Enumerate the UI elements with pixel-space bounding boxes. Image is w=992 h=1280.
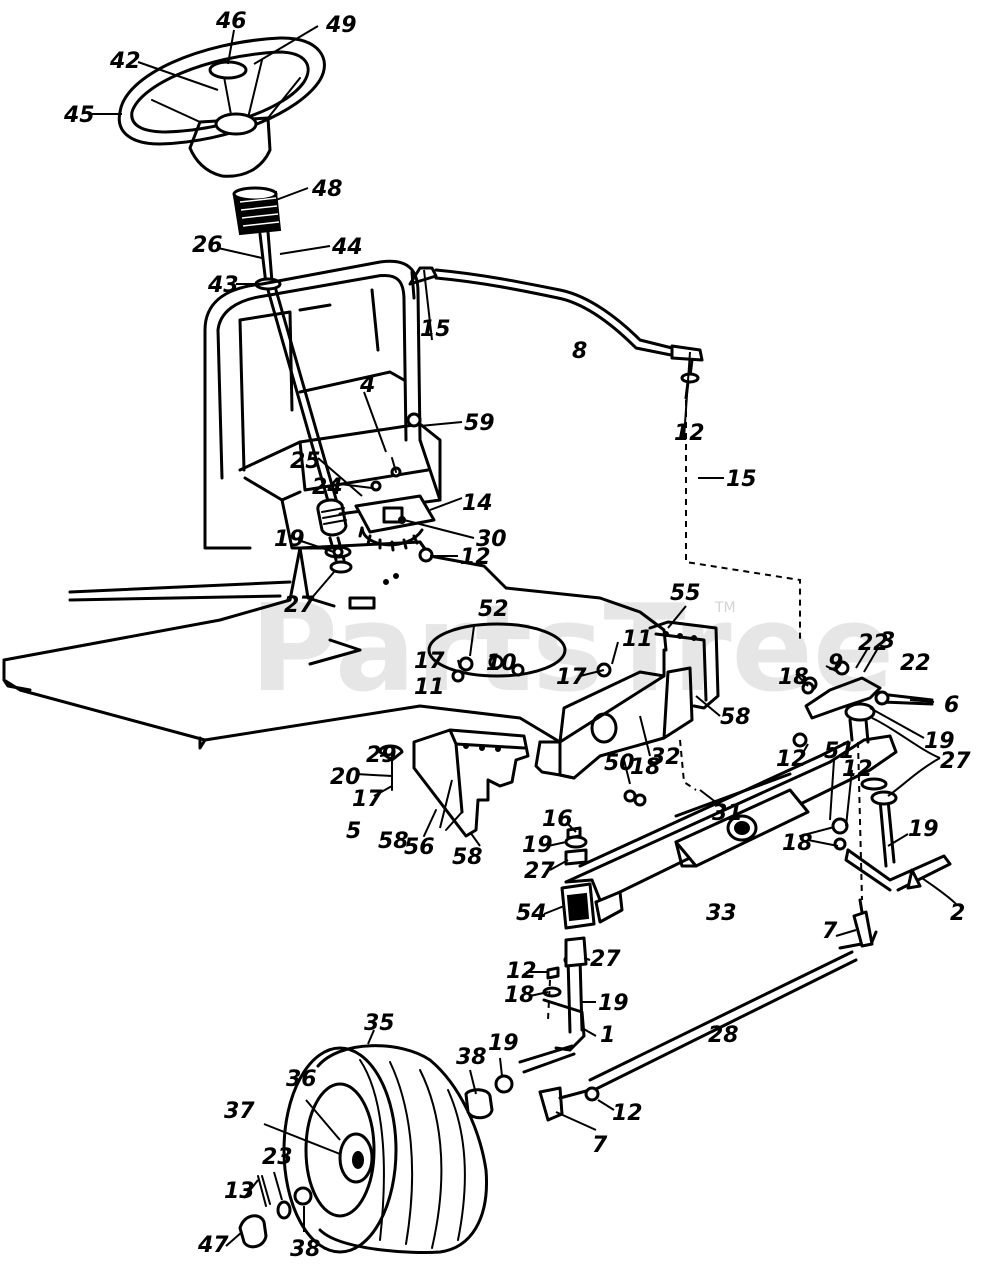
callout-9: 9	[828, 651, 843, 676]
callout-19-arm: 19	[924, 729, 955, 754]
callout-1: 1	[600, 1023, 615, 1048]
callout-17-left: 17	[414, 649, 445, 674]
callout-13: 13	[224, 1179, 255, 1204]
callout-17-mid: 17	[556, 665, 587, 690]
drag-link	[408, 266, 704, 400]
callout-27-spindle: 27	[590, 947, 621, 972]
callout-48: 48	[311, 177, 343, 202]
callout-27-shaft: 27	[284, 593, 315, 618]
callout-18-axle: 18	[782, 831, 813, 856]
callout-3: 3	[880, 629, 895, 654]
steering-wheel	[117, 36, 326, 178]
callout-50: 50	[604, 751, 635, 776]
reference-lines	[547, 400, 863, 1021]
callout-51: 51	[824, 739, 855, 764]
callout-17-bracket: 17	[352, 787, 383, 812]
callout-12-axle: 12	[842, 757, 873, 782]
callout-27-kingpin: 27	[524, 859, 555, 884]
callout-35: 35	[364, 1011, 395, 1036]
left-spindle	[518, 936, 600, 1122]
callout-2: 2	[950, 901, 965, 926]
callout-28: 28	[708, 1023, 739, 1048]
callout-58-right: 58	[720, 705, 751, 730]
callout-58-bottom: 58	[452, 845, 483, 870]
callout-5: 5	[346, 819, 361, 844]
watermark-trademark: TM	[714, 600, 736, 616]
callout-27-arm: 27	[940, 749, 971, 774]
callout-12-dash: 12	[460, 545, 491, 570]
callout-4: 4	[359, 373, 375, 398]
callout-31: 31	[712, 801, 743, 826]
callout-44: 44	[331, 235, 363, 260]
callout-37: 37	[224, 1099, 255, 1124]
callout-18-spindle: 18	[504, 983, 535, 1008]
callout-12-spindle: 12	[506, 959, 537, 984]
callout-33: 33	[706, 901, 737, 926]
spindle-housing	[560, 882, 596, 930]
callout-18-bracket: 18	[630, 755, 661, 780]
callout-6: 6	[944, 693, 959, 718]
callout-20: 20	[330, 765, 361, 790]
callout-22-top: 22	[858, 631, 889, 656]
callout-16: 16	[542, 807, 573, 832]
callout-55: 55	[670, 581, 701, 606]
callout-24: 24	[312, 475, 343, 500]
callout-11-right: 11	[622, 627, 653, 652]
callout-12-linkend: 12	[674, 421, 705, 446]
callout-7-left: 7	[592, 1133, 608, 1158]
callout-47: 47	[197, 1233, 229, 1258]
callout-11-left: 11	[414, 675, 445, 700]
callout-12-arm: 12	[776, 747, 807, 772]
callout-12-tierod: 12	[612, 1101, 643, 1126]
callout-49: 49	[325, 13, 357, 38]
callout-36: 36	[286, 1067, 317, 1092]
callout-labels: 46 49 42 45 48 26 44 43 15 8 59 4 12 15 …	[63, 9, 971, 1262]
callout-22-right: 22	[900, 651, 931, 676]
callout-19-hub: 19	[488, 1031, 519, 1056]
callout-14: 14	[462, 491, 493, 516]
callout-42: 42	[109, 49, 141, 74]
callout-30: 30	[476, 527, 507, 552]
front-bracket	[534, 620, 720, 780]
callout-52: 52	[478, 597, 509, 622]
callout-8: 8	[572, 339, 587, 364]
callout-38-wheel: 38	[290, 1237, 321, 1262]
watermark-text: PartsTree	[250, 580, 894, 719]
callout-7-right: 7	[822, 919, 838, 944]
callout-19-kingpin: 19	[522, 833, 553, 858]
leader-lines	[92, 25, 957, 1247]
right-spindle	[844, 777, 952, 892]
callout-43: 43	[207, 273, 239, 298]
callout-38-hub: 38	[456, 1045, 487, 1070]
callout-19-shaft: 19	[274, 527, 305, 552]
callout-19-axle: 19	[908, 817, 939, 842]
callout-59: 59	[464, 411, 495, 436]
callout-56: 56	[404, 835, 435, 860]
callout-45: 45	[63, 103, 95, 128]
callout-46: 46	[215, 9, 247, 34]
callout-29: 29	[366, 743, 397, 768]
callout-23: 23	[262, 1145, 293, 1170]
side-bracket	[412, 728, 530, 838]
steering-cap	[232, 186, 282, 236]
callout-19-spindle: 19	[598, 991, 629, 1016]
front-axle	[564, 734, 898, 924]
callout-58-left: 58	[378, 829, 409, 854]
callout-10: 10	[486, 651, 517, 676]
front-wheel	[238, 1044, 514, 1254]
callout-26: 26	[192, 233, 223, 258]
callout-15-left: 15	[420, 317, 451, 342]
callout-25: 25	[290, 449, 321, 474]
callout-18-arm: 18	[778, 665, 809, 690]
callout-54: 54	[516, 901, 547, 926]
callout-32: 32	[650, 745, 681, 770]
callout-15-right: 15	[726, 467, 757, 492]
